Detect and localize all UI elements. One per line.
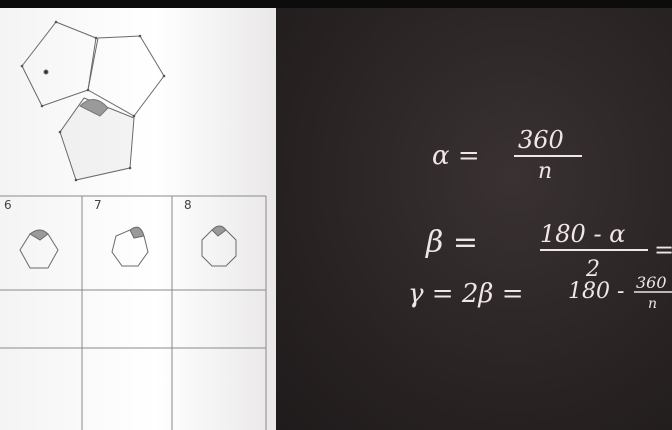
- pentagon-bottom: [59, 97, 135, 181]
- cell-polygons: [19, 225, 237, 269]
- octagon-angle-mark: [211, 225, 227, 237]
- worksheet-drawing: [0, 20, 267, 430]
- worksheet-table: [0, 195, 267, 430]
- eq2-denominator: 2: [585, 257, 600, 282]
- eq1-denominator: n: [538, 159, 552, 184]
- eq1-numerator: 360: [518, 126, 564, 154]
- eq3-frac-denominator: n: [648, 296, 657, 312]
- pentagon-vertices: [20, 20, 166, 182]
- pencil-dot: [43, 69, 49, 75]
- pentagon-left: [21, 21, 97, 107]
- eq2-tail: =: [654, 236, 672, 264]
- heptagon: [111, 229, 149, 267]
- cell-number-7: 7: [94, 198, 102, 212]
- heptagon-angle-mark: [129, 226, 145, 239]
- octagon: [201, 229, 237, 267]
- pentagon-arrangement: [21, 21, 165, 181]
- hexagon-angle-mark: [29, 229, 49, 241]
- top-edge: [0, 0, 672, 8]
- cell-number-6: 6: [4, 198, 12, 212]
- eq3-lhs: γ = 2β =: [408, 279, 523, 309]
- eq1-lhs: α =: [432, 141, 480, 171]
- worksheet-paper: 6 7 8: [0, 8, 284, 430]
- eq2-lhs: β =: [425, 225, 478, 260]
- blackboard: [276, 8, 672, 430]
- eq3-rhs: 180 -: [568, 279, 624, 304]
- angle-gap-mark: [79, 99, 109, 117]
- eq3-frac-numerator: 360: [636, 273, 667, 292]
- eq2-numerator: 180 - α: [540, 220, 625, 248]
- cell-number-8: 8: [184, 198, 192, 212]
- pentagon-right: [87, 35, 165, 117]
